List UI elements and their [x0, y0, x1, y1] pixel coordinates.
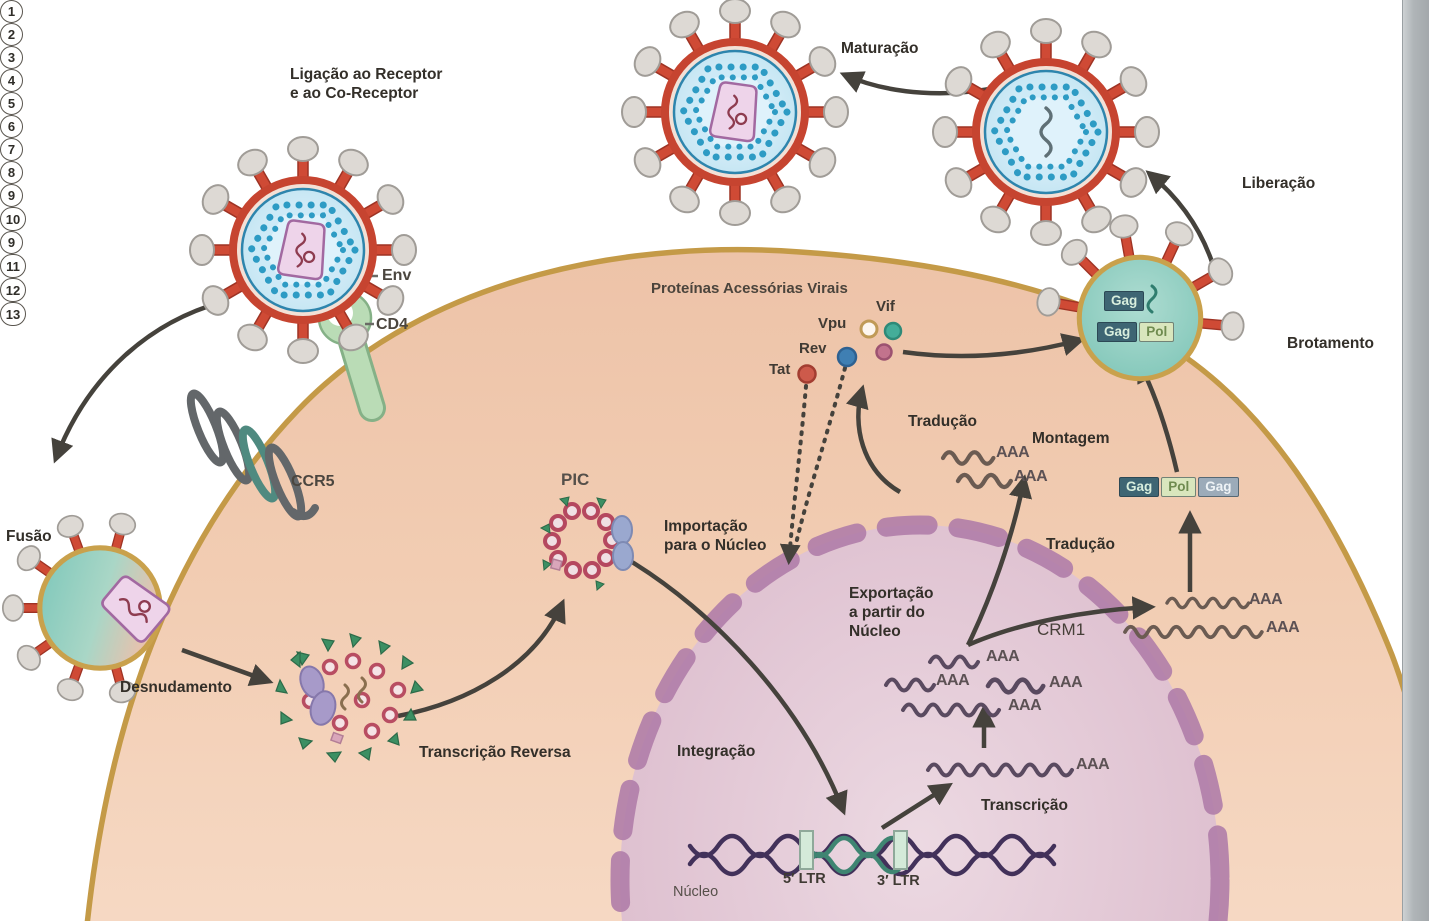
step-label-release: Liberação: [1242, 175, 1316, 192]
pic-label: PIC: [561, 470, 590, 489]
pol-box: Pol: [1139, 322, 1175, 342]
env-label: Env: [382, 267, 412, 284]
tat-label: Tat: [769, 361, 791, 378]
polyA-label: AAA: [936, 672, 970, 689]
gag-box: Gag: [1119, 477, 1160, 497]
pic-integrase: [611, 515, 634, 571]
vif-label: Vif: [876, 298, 895, 315]
ltr3-marker: [893, 830, 908, 870]
step-label-integration: Integração: [677, 743, 756, 760]
ltr3-label: 3′ LTR: [877, 873, 920, 889]
step-label-binding: Ligação ao Receptor e ao Co-Receptor: [290, 66, 443, 102]
virion-mature-top: [622, 0, 848, 225]
step-label-fusion: Fusão: [6, 528, 52, 545]
gag-box: Gag: [1198, 477, 1239, 497]
step-circle-4: 4: [0, 69, 23, 92]
step-label-budding: Brotamento: [1287, 335, 1374, 352]
step-circle-9a: 9: [0, 184, 23, 207]
ltr5-label: 5′ LTR: [783, 871, 826, 887]
accessory-proteins-title: Proteínas Acessórias Virais: [651, 280, 848, 297]
step-label-assembly: Montagem: [1032, 430, 1110, 447]
step-circle-10: 10: [0, 207, 26, 231]
step-circle-9b: 9: [0, 231, 23, 254]
step-label-translation-right: Tradução: [1046, 536, 1115, 553]
step-circle-5: 5: [0, 92, 23, 115]
step-circle-2: 2: [0, 23, 23, 46]
ltr5-marker: [799, 830, 814, 870]
nucleus-label: Núcleo: [673, 884, 719, 900]
step-circle-11: 11: [0, 254, 26, 278]
virion-immature-released: [933, 19, 1159, 245]
step-label-maturation: Maturação: [841, 40, 919, 57]
step-circle-1: 1: [0, 0, 23, 23]
gag-pol-gag-boxes: Gag Pol Gag: [1119, 477, 1239, 497]
arrow-tat-dashed: [779, 384, 808, 566]
polyA-label: AAA: [1014, 468, 1048, 485]
arrow-transcription: [880, 782, 953, 830]
step-label-nuclear-import: Importação para o Núcleo: [664, 518, 767, 554]
bud-rna: [1146, 284, 1158, 314]
step-label-uncoating: Desnudamento: [120, 679, 232, 696]
gag-box: Gag: [1104, 291, 1145, 311]
proviral-dna: [687, 830, 1057, 877]
step-circle-6: 6: [0, 115, 23, 138]
page-edge-strip: [1402, 0, 1429, 921]
ccr5-coreceptor: [186, 389, 319, 521]
viral-rna-strands: [340, 676, 367, 711]
bud-gagpol-boxes: Gag Pol: [1097, 322, 1175, 342]
cd4-label: CD4: [376, 316, 409, 333]
polyA-label: AAA: [996, 444, 1030, 461]
arrow-to-fusion: [51, 299, 223, 464]
step-label-transcription: Transcrição: [981, 797, 1069, 814]
step-circle-13: 13: [0, 302, 26, 326]
cell-membrane: [84, 246, 1429, 921]
vpr-protein: [875, 343, 893, 361]
step-circle-7: 7: [0, 138, 23, 161]
tat-protein: [797, 364, 817, 384]
budding-virion: [1034, 212, 1246, 382]
rt-enzymes: [299, 665, 337, 726]
nucleus: [610, 515, 1230, 921]
arrow-rev-dashed: [793, 366, 847, 550]
fusing-virion: [1, 509, 173, 707]
nuclear-envelope-dashed: [610, 515, 1230, 921]
arrow-export-up: [965, 474, 1033, 646]
bud-gag-box: Gag: [1104, 291, 1145, 311]
step-label-nuclear-export: Exportação a partir do Núcleo: [849, 585, 934, 640]
polyA-label: AAA: [1249, 591, 1283, 608]
arrow-translation-left: [845, 384, 902, 494]
polyA-label: AAA: [1049, 674, 1083, 691]
polyA-label: AAA: [1008, 697, 1042, 714]
arrow-to-pic: [397, 598, 566, 719]
vpu-protein: [859, 319, 879, 339]
pic-complex: [539, 496, 634, 591]
arrow-export-crm1: [967, 596, 1156, 648]
step-circle-8: 8: [0, 161, 23, 184]
pol-box: Pol: [1161, 477, 1197, 497]
rev-protein: [836, 346, 858, 368]
vif-protein: [883, 321, 903, 341]
polyA-label: AAA: [1076, 756, 1110, 773]
uncoating-cluster: [275, 633, 425, 764]
polyA-label: AAA: [986, 648, 1020, 665]
capsid-triangles: [275, 633, 425, 764]
rev-label: Rev: [799, 340, 827, 357]
vpu-label: Vpu: [818, 315, 847, 332]
arrow-release: [1145, 170, 1215, 263]
ccr5-label: CCR5: [291, 473, 335, 490]
arrow-to-uncoating: [181, 647, 274, 687]
accessory-proteins: [797, 319, 903, 384]
arrow-nuclear-import: [630, 560, 848, 816]
step-circle-3: 3: [0, 46, 23, 69]
polyA-label: AAA: [1266, 619, 1300, 636]
step-label-reverse-transcription: Transcrição Reversa: [419, 744, 571, 761]
crm1-label: CRM1: [1037, 620, 1086, 639]
step-label-translation-left: Tradução: [908, 413, 977, 430]
arrow-accessory-to-bud: [902, 333, 1086, 359]
gag-box: Gag: [1097, 322, 1138, 342]
step-circle-12: 12: [0, 278, 26, 302]
